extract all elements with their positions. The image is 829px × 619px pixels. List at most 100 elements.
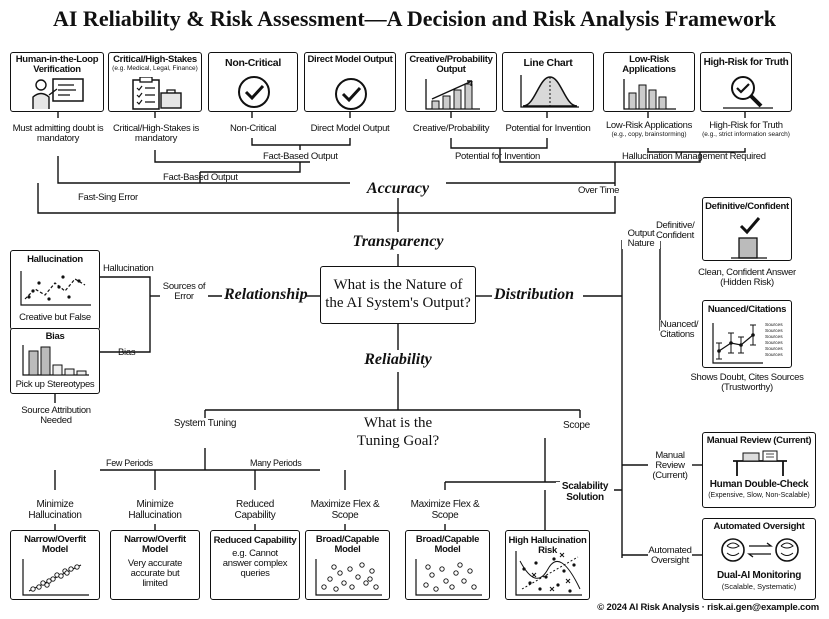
card-title: Creative/Probability Output bbox=[409, 54, 493, 75]
scatter-plot-icon bbox=[20, 271, 91, 306]
label-potential-for-invention: Potential for Invention bbox=[455, 151, 540, 162]
legend-item: Sources bbox=[765, 329, 783, 334]
card-caption: Creative but False bbox=[19, 312, 91, 323]
card-title: Automated Oversight bbox=[713, 521, 805, 532]
label-hallucination-management: Hallucination Management Required bbox=[622, 151, 766, 162]
label-hallucination: Hallucination bbox=[103, 263, 154, 274]
card-narrow-overfit: Narrow/Overfit Model bbox=[10, 530, 100, 600]
bar-chart-icon bbox=[623, 79, 676, 110]
caption-direct-model-output: Direct Model Output bbox=[310, 123, 390, 134]
card-line-chart: Line Chart bbox=[502, 52, 594, 112]
card-title: Line Chart bbox=[523, 57, 573, 69]
tuning-question: What is the Tuning Goal? bbox=[356, 415, 440, 449]
card-hallucination: Hallucination Creative but False bbox=[10, 250, 100, 330]
branch-minimize-hallucination: Minimize Hallucination bbox=[28, 499, 82, 521]
presenter-icon bbox=[32, 78, 84, 109]
card-title: Manual Review (Current) bbox=[706, 435, 812, 446]
caption-high-risk-for-truth: High-Risk for Truth bbox=[709, 120, 783, 131]
caption-nuanced: Shows Doubt, Cites Sources (Trustworthy) bbox=[690, 372, 804, 393]
card-direct-model-output: Direct Model Output bbox=[304, 52, 396, 112]
card-title: Hallucination bbox=[27, 254, 83, 265]
central-question-box: What is the Nature of the AI System's Ou… bbox=[320, 266, 476, 324]
label-scope: Scope bbox=[563, 420, 590, 431]
card-sub: (Scalable, Systematic) bbox=[721, 582, 797, 591]
caption-human-in-the-loop: Must admitting doubt is mandatory bbox=[12, 123, 104, 144]
label-over-time: Over Time bbox=[578, 185, 620, 196]
sources-legend: Sources Sources Sources Sources Sources … bbox=[765, 323, 783, 359]
card-broad-capable: Broad/Capable Model bbox=[305, 530, 390, 600]
card-title: Critical/High-Stakes bbox=[113, 54, 197, 65]
card-title: Human-in-the-Loop Verification bbox=[15, 54, 99, 75]
card-caption: Dual-AI Monitoring bbox=[716, 570, 802, 581]
label-system-tuning: System Tuning bbox=[173, 418, 237, 429]
label-scalability-solution: Scalability Solution bbox=[556, 481, 614, 503]
card-title: Narrow/Overfit Model bbox=[124, 534, 186, 555]
label-definitive-confident: Definitive/ Confident bbox=[656, 221, 700, 241]
branch-maximize-flex-scope-2: Maximize Flex & Scope bbox=[410, 499, 480, 521]
branch-minimize-hallucination-2: Minimize Hallucination bbox=[128, 499, 182, 521]
card-sub: (Expensive, Slow, Non-Scalable) bbox=[708, 492, 810, 499]
card-subtitle: (e.g. Medical, Legal, Finance) bbox=[112, 65, 198, 72]
card-title: High-Risk for Truth bbox=[703, 57, 789, 68]
card-creative-probability: Creative/Probability Output bbox=[405, 52, 497, 112]
label-manual-review: Manual Review (Current) bbox=[648, 451, 692, 481]
card-high-hallucination-risk: High Hallucination Risk bbox=[505, 530, 590, 600]
caption-line-chart: Potential for Invention bbox=[505, 123, 591, 134]
clipboard-briefcase-icon bbox=[132, 77, 182, 110]
card-low-risk-applications: Low-Risk Applications bbox=[603, 52, 695, 112]
card-title: Bias bbox=[45, 331, 65, 342]
card-title: Broad/Capable Model bbox=[415, 534, 480, 555]
card-title: Direct Model Output bbox=[307, 54, 393, 65]
card-human-in-the-loop: Human-in-the-Loop Verification bbox=[10, 52, 104, 112]
card-reduced-capability: Reduced Capability e.g. Cannot answer co… bbox=[210, 530, 300, 600]
card-title: Definitive/Confident bbox=[705, 201, 789, 212]
caption-definitive: Clean, Confident Answer (Hidden Risk) bbox=[698, 267, 796, 288]
label-fast-sing-error: Fast-Sing Error bbox=[78, 192, 138, 203]
card-title: Reduced Capability bbox=[213, 535, 297, 546]
label-bias: Bias bbox=[118, 347, 136, 358]
rising-bars-icon bbox=[425, 79, 480, 110]
caption-creative-probability: Creative/Probability bbox=[412, 123, 490, 134]
branch-reduced-capability: Reduced Capability bbox=[234, 499, 276, 521]
label-automated-oversight: Automated Oversight bbox=[648, 545, 692, 566]
card-caption: Pick up Stereotypes bbox=[15, 379, 95, 390]
check-circle-icon bbox=[238, 76, 270, 108]
confident-bar-icon bbox=[731, 217, 767, 259]
legend-item: Sources bbox=[765, 323, 783, 328]
label-reliability: Reliability bbox=[364, 351, 432, 368]
card-title: Non-Critical bbox=[225, 57, 281, 69]
card-title: Nuanced/Citations bbox=[707, 304, 787, 315]
label-fact-based-output-2: Fact-Based Output bbox=[163, 172, 238, 183]
label-many-periods: Many Periods bbox=[250, 458, 302, 468]
chaotic-scatter-icon bbox=[515, 551, 582, 596]
label-distribution: Distribution bbox=[494, 286, 575, 303]
card-body: Very accurate accurate but limited bbox=[127, 558, 183, 589]
bell-curve-icon bbox=[520, 75, 579, 108]
card-non-critical: Non-Critical bbox=[208, 52, 298, 112]
caption-low-risk-applications: Low-Risk Applications bbox=[605, 120, 693, 131]
legend-item: Sources bbox=[765, 353, 783, 358]
broad-scatter-icon bbox=[415, 559, 482, 596]
card-critical-high-stakes: Critical/High-Stakes (e.g. Medical, Lega… bbox=[108, 52, 202, 112]
card-narrow-overfit-2: Narrow/Overfit Model Very accurate accur… bbox=[110, 530, 200, 600]
desk-review-icon bbox=[733, 450, 787, 476]
caption-high-risk-sub: (e.g., strict information search) bbox=[702, 131, 790, 138]
caption-critical-high-stakes: Critical/High-Stakes is mandatory bbox=[112, 123, 199, 144]
label-few-periods: Few Periods bbox=[106, 458, 153, 468]
legend-item: Sources bbox=[765, 347, 783, 352]
page-title: AI Reliability & Risk Assessment—A Decis… bbox=[52, 6, 776, 31]
broad-scatter-icon bbox=[315, 559, 382, 596]
label-output-nature: Output Nature bbox=[622, 229, 660, 249]
card-title: High Hallucination Risk bbox=[508, 535, 587, 556]
dual-ai-icon bbox=[721, 538, 799, 562]
card-title: Low-Risk Applications bbox=[622, 54, 676, 75]
card-manual-review: Manual Review (Current) Human Double-Che… bbox=[702, 432, 816, 508]
card-body: e.g. Cannot answer complex queries bbox=[222, 548, 288, 579]
magnifier-check-icon bbox=[723, 76, 773, 109]
label-source-attribution: Source Attribution Needed bbox=[21, 405, 91, 426]
card-automated-oversight: Automated Oversight Dual-AI Monitoring (… bbox=[702, 518, 816, 600]
label-transparency: Transparency bbox=[352, 233, 444, 250]
check-circle-icon bbox=[335, 78, 367, 110]
